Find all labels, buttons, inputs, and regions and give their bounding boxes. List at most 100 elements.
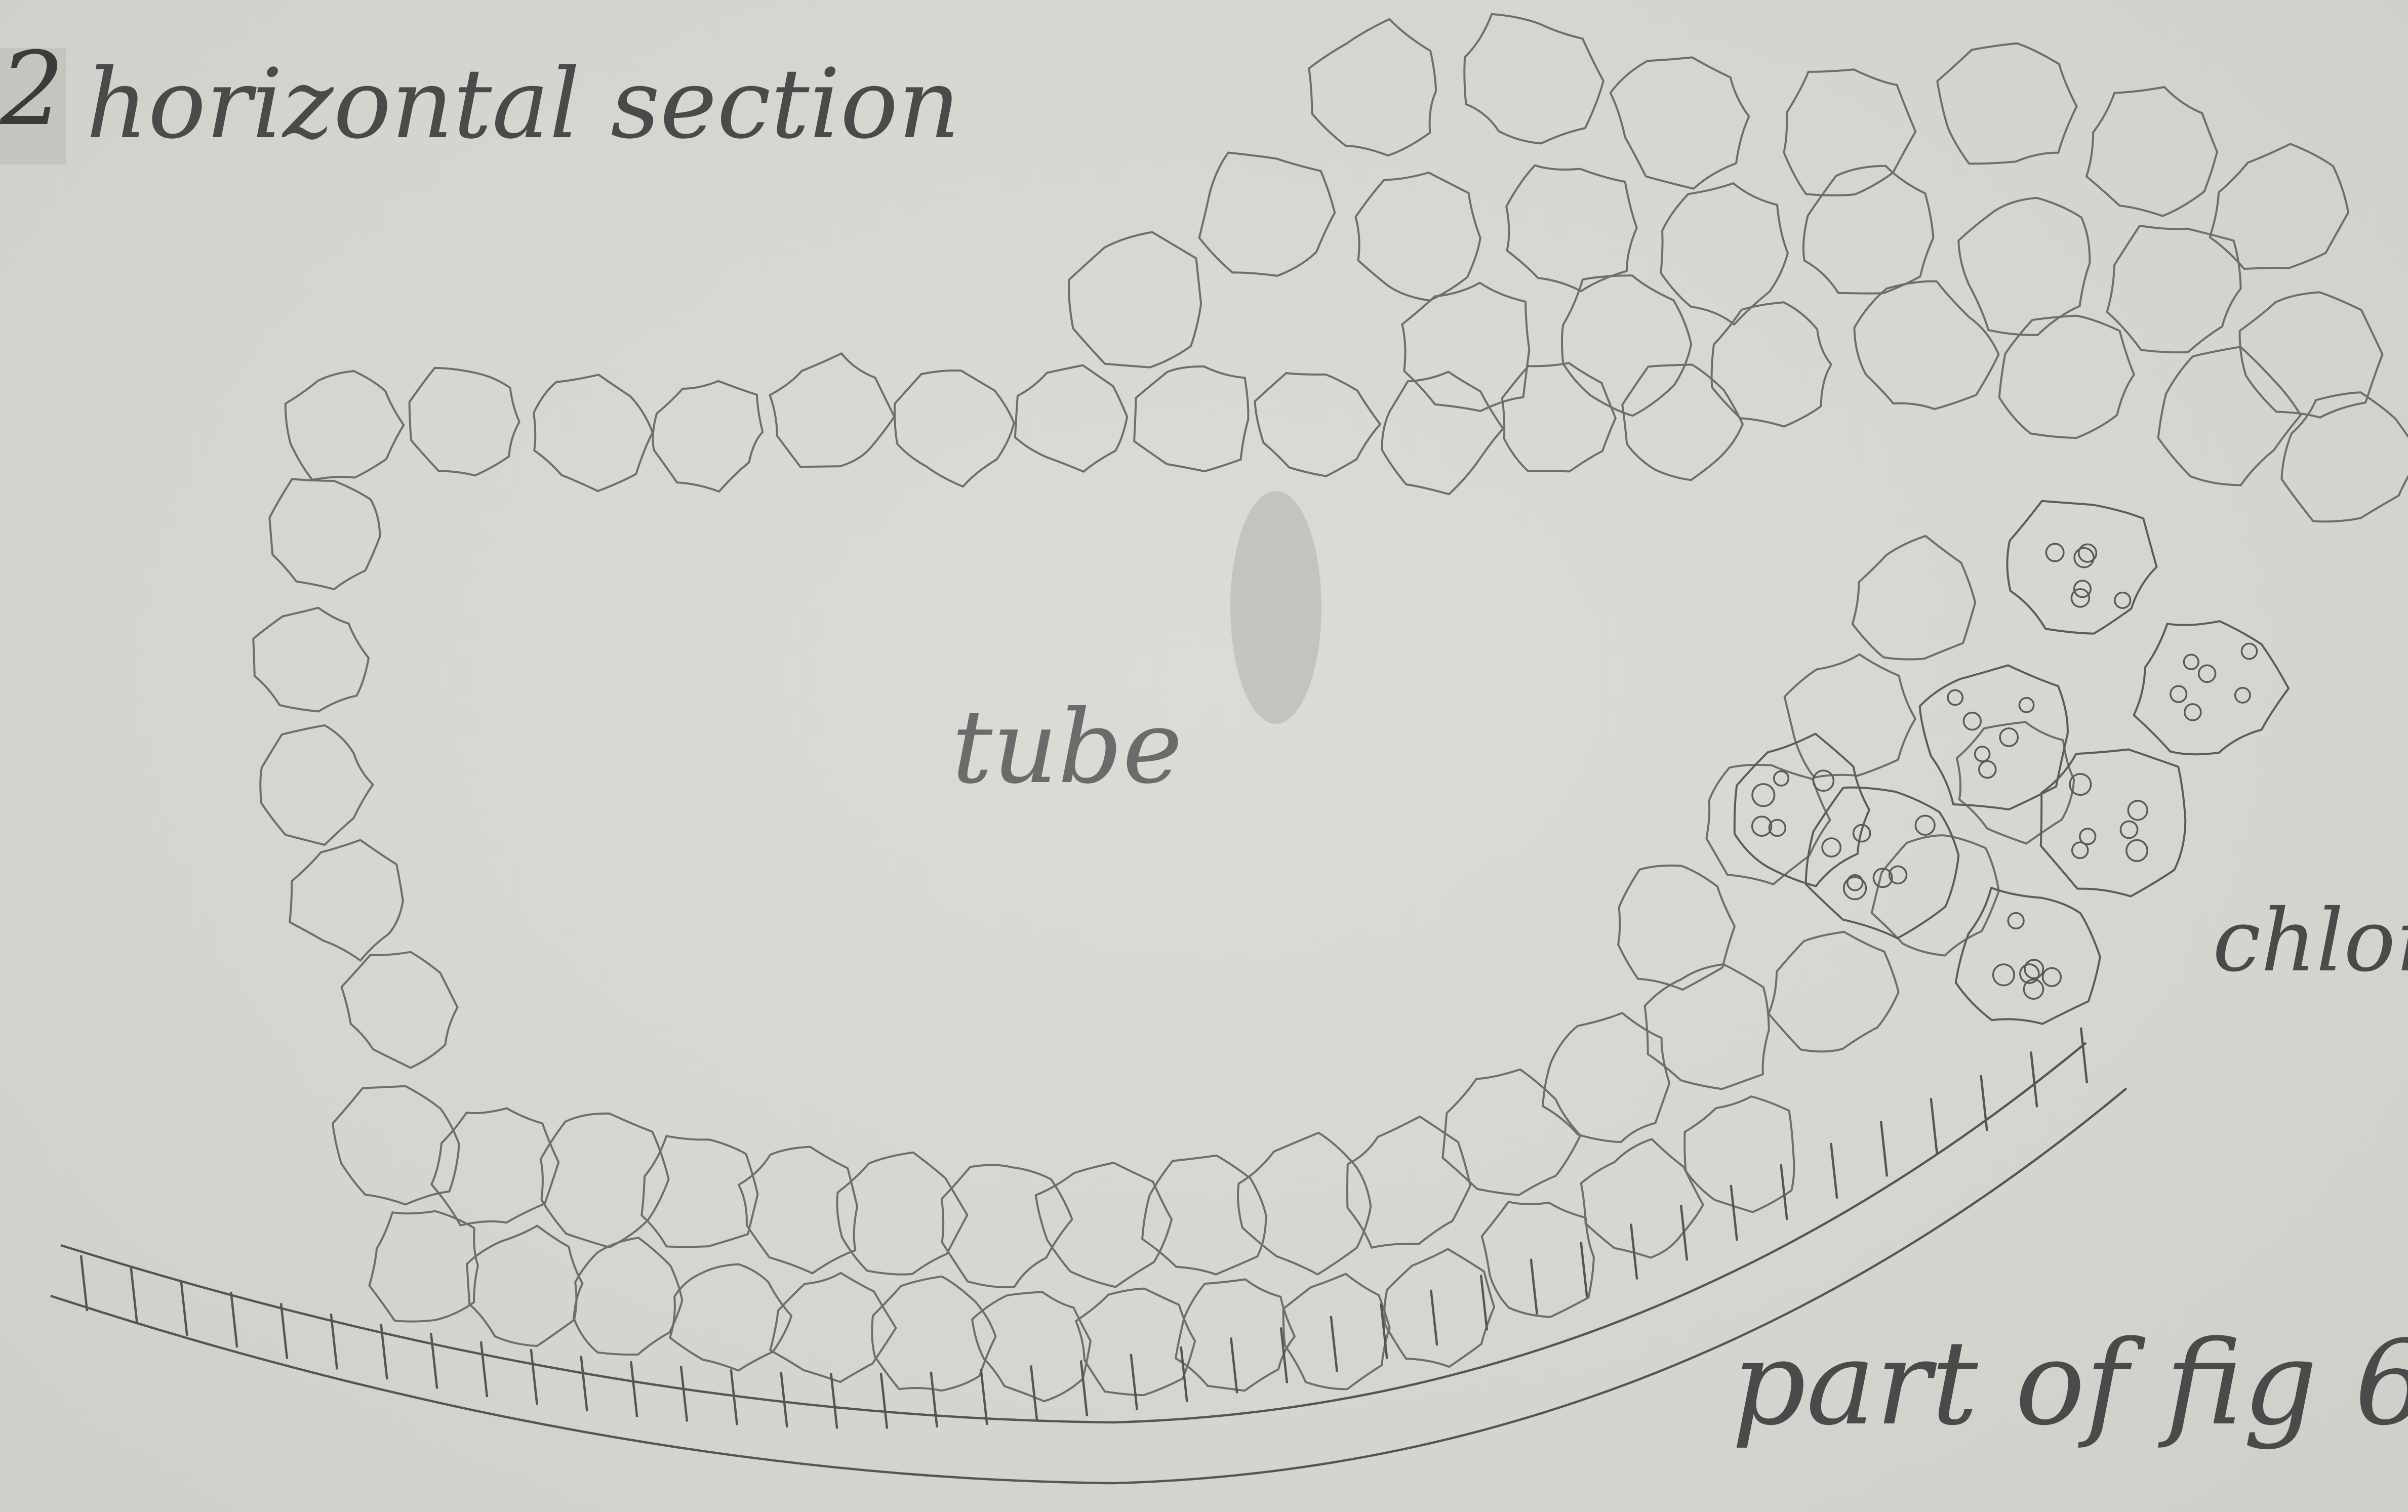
cortex-cell (1309, 19, 1436, 156)
cortex-cell (2240, 292, 2383, 417)
cell (1384, 1249, 1494, 1367)
chloroplast (2235, 688, 2250, 703)
cortex-cell (1464, 14, 1603, 144)
chloroplast (2120, 821, 2137, 838)
chloroplast (2184, 655, 2198, 669)
chlorenchyma-cell (2134, 621, 2289, 754)
epidermis-cell-wall (81, 1255, 87, 1311)
epidermis-cell-wall (1331, 1316, 1337, 1372)
chloroplast (2126, 840, 2147, 861)
epidermis-cell-wall (431, 1333, 437, 1388)
epidermis-cell-wall (281, 1303, 287, 1359)
cell (872, 1277, 995, 1391)
cell (1382, 372, 1503, 495)
cell (770, 353, 895, 467)
epidermis-cell-wall (1181, 1346, 1187, 1402)
chloroplast (2025, 960, 2043, 978)
cell (1134, 366, 1248, 471)
epidermis-cell-wall (931, 1372, 937, 1427)
chloroplast (2115, 593, 2131, 608)
chloroplast (2128, 801, 2147, 820)
chloroplast (2071, 589, 2089, 607)
chloroplast (2171, 686, 2187, 702)
epidermis-cell-wall (1731, 1185, 1737, 1241)
chloroplast (1993, 964, 2015, 986)
cell (895, 371, 1014, 486)
cell (1785, 655, 1915, 778)
epidermis-cell-wall (981, 1369, 987, 1425)
chloroplast (1948, 690, 1962, 705)
cell (574, 1238, 682, 1355)
cell (369, 1211, 478, 1322)
cell (670, 1264, 791, 1371)
chloroplast (2046, 544, 2064, 561)
epidermis-cell-wall (681, 1366, 687, 1421)
figure-reference: part of fig 6 (1732, 1316, 2408, 1451)
epidermis-cell-wall (2081, 1028, 2087, 1083)
cell (1482, 1202, 1594, 1317)
cell (739, 1147, 857, 1274)
cortex-cell (1803, 166, 1934, 294)
chloroplast (2019, 698, 2033, 712)
cell (1076, 1289, 1195, 1396)
epidermis-cell-wall (181, 1280, 187, 1336)
cell (286, 371, 404, 480)
cell (653, 381, 763, 492)
epidermis-cell-wall (1481, 1275, 1487, 1330)
cortex-cell (2281, 392, 2408, 521)
chloroplast (1963, 713, 1981, 730)
cortex-cell (2086, 87, 2217, 216)
cell (1618, 866, 1735, 990)
epidermis-cell-wall (1881, 1121, 1887, 1176)
cortex-cell (1402, 283, 1529, 412)
epidermis-cell-wall (581, 1356, 587, 1411)
tube-label: tube (952, 688, 1183, 806)
cell (410, 368, 519, 476)
cell (333, 1086, 459, 1205)
smudge-mark (1230, 491, 1321, 724)
chlorenchyma-cell (2041, 750, 2186, 896)
epidermis-cell-wall (231, 1292, 237, 1347)
chloroplast (2080, 829, 2096, 844)
chloroplast (1752, 784, 1775, 806)
cortex-cell (1784, 69, 1915, 195)
chlorenchyma-cell (1920, 665, 2068, 809)
cell (1853, 536, 1975, 660)
chloroplast (1774, 771, 1789, 786)
epidermis-cell-wall (1231, 1337, 1237, 1393)
cortex-cell (1611, 57, 1749, 188)
chloroplast (1844, 877, 1866, 900)
cell (1622, 364, 1743, 480)
cell (1036, 1163, 1172, 1287)
chlorenchyma-cell (1956, 888, 2100, 1024)
cell (342, 952, 458, 1068)
epidermis-cell-wall (1681, 1205, 1687, 1260)
chloroplast (2185, 704, 2201, 720)
cell (1283, 1274, 1390, 1390)
cortex-cell (1999, 316, 2134, 438)
cell (269, 479, 380, 589)
chloroplast (1822, 838, 1840, 856)
cell (1543, 1013, 1669, 1142)
epidermis-cell-wall (1781, 1164, 1787, 1220)
epidermis-cell-wall (1531, 1259, 1537, 1315)
cell (1769, 932, 1899, 1051)
chlorenchyma-cell (1806, 788, 1959, 938)
cell (1442, 1070, 1580, 1195)
cortex-cell (2210, 144, 2348, 269)
epidermis-cell-wall (531, 1349, 537, 1405)
cell (467, 1226, 582, 1346)
chloroplast (2199, 665, 2216, 682)
cell (1015, 365, 1127, 472)
epidermis-cell-wall (1831, 1143, 1837, 1199)
chlorenchyma-label: chlor (2213, 891, 2408, 991)
epidermis-cell-wall (781, 1372, 787, 1427)
cell (1142, 1156, 1266, 1275)
epidermis-cell-wall (1581, 1242, 1587, 1297)
cell (260, 725, 373, 845)
cell (290, 840, 403, 961)
epidermis-cell-wall (2031, 1051, 2037, 1107)
cell (1502, 363, 1616, 471)
chloroplast (1915, 815, 1935, 835)
